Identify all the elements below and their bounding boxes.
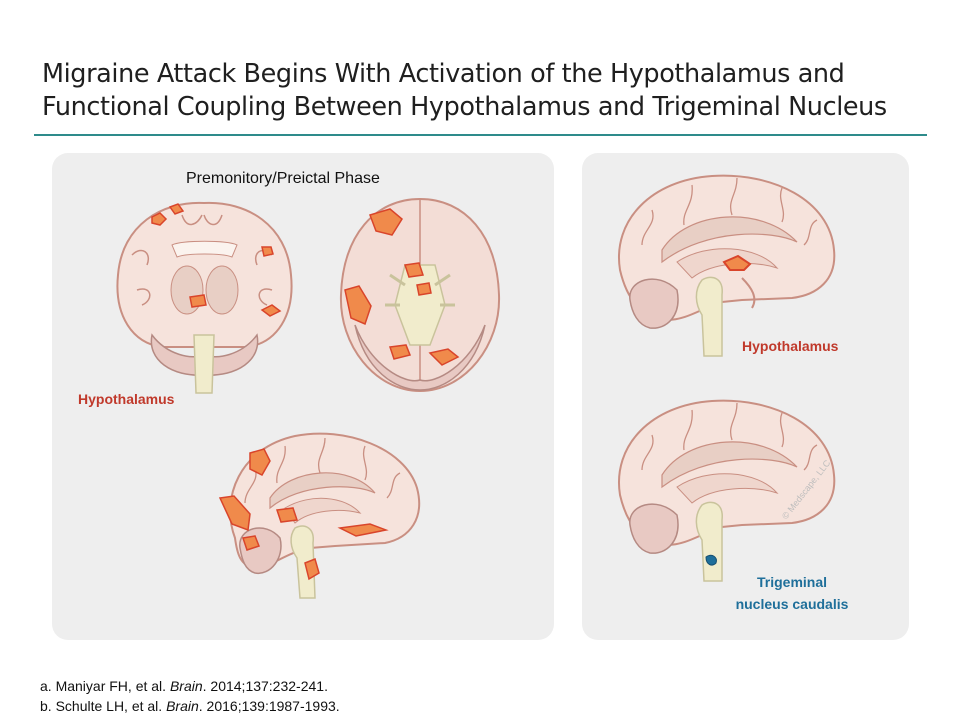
activation-spot — [168, 203, 185, 215]
trigeminal-label-line-2: nucleus caudalis — [735, 596, 849, 612]
activation-spot — [404, 262, 424, 278]
reference-b-details: . 2016;139:1987-1993. — [198, 698, 340, 714]
title-line-1: Migraine Attack Begins With Activation o… — [42, 59, 845, 89]
activation-spot — [218, 495, 251, 532]
title-line-2: Functional Coupling Between Hypothalamus… — [42, 92, 887, 122]
activation-spot — [275, 507, 299, 523]
reference-b: b. Schulte LH, et al. Brain. 2016;139:19… — [40, 696, 340, 716]
reference-b-authors: b. Schulte LH, et al. — [40, 698, 167, 714]
phase-title: Premonitory/Preictal Phase — [186, 170, 380, 187]
activation-spot — [189, 294, 207, 308]
references: a. Maniyar FH, et al. Brain. 2014;137:23… — [40, 676, 340, 716]
activation-spot — [261, 246, 274, 257]
sagittal-brain-hypothalamus-illustration — [617, 174, 836, 357]
sagittal-brain-trigeminal-illustration — [617, 399, 836, 582]
activation-spot — [416, 282, 432, 296]
reference-a-details: . 2014;137:232-241. — [202, 678, 328, 694]
slide-title: Migraine Attack Begins With Activation o… — [42, 58, 922, 124]
coronal-brain-illustration — [116, 201, 293, 394]
activation-spot — [260, 304, 282, 317]
activation-spot — [151, 212, 168, 226]
activation-spot — [242, 535, 260, 551]
reference-b-journal: Brain — [166, 698, 199, 714]
coronal-cortex — [116, 201, 293, 348]
hypothalamus-activation-spot — [722, 254, 752, 271]
activation-spot — [369, 208, 403, 236]
activation-spot — [344, 285, 372, 326]
sagittal-brain-activation-illustration — [218, 432, 421, 599]
left-hypothalamus-label: Hypothalamus — [78, 391, 175, 407]
trigeminal-nucleus-spot — [705, 554, 717, 566]
trigeminal-label-line-1: Trigeminal — [756, 574, 828, 590]
activation-spot — [428, 348, 460, 366]
reference-a-journal: Brain — [169, 678, 203, 694]
activation-spot — [304, 557, 320, 581]
activation-spot — [337, 523, 389, 537]
trigeminal-label: Trigeminal nucleus caudalis — [722, 571, 862, 615]
right-hypothalamus-label: Hypothalamus — [742, 338, 839, 354]
reference-a: a. Maniyar FH, et al. Brain. 2014;137:23… — [40, 676, 340, 696]
title-divider — [34, 134, 927, 136]
reference-a-authors: a. Maniyar FH, et al. — [40, 678, 170, 694]
activation-spot — [249, 448, 271, 476]
ventral-brain-illustration — [339, 197, 501, 393]
activation-spot — [388, 344, 412, 360]
